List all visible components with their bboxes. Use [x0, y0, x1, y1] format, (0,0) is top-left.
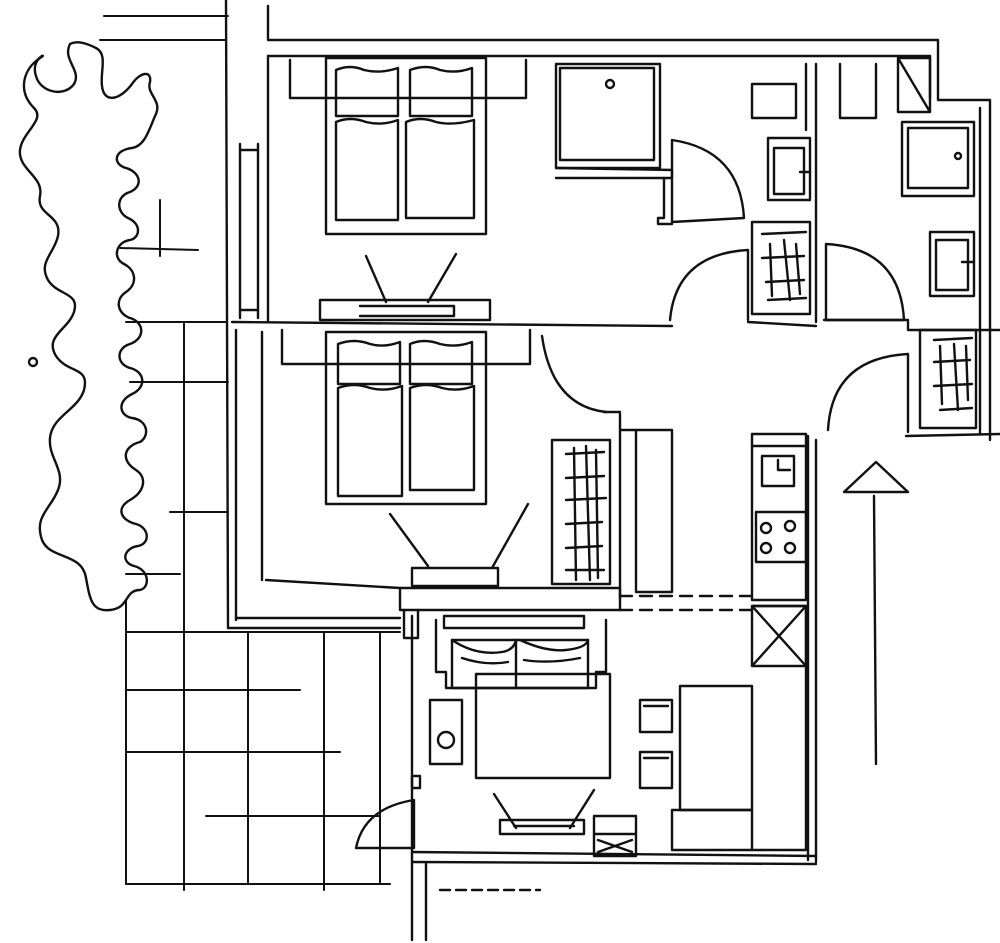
terrace-paving [100, 16, 400, 890]
bathroom-left [670, 64, 816, 326]
north-arrow [844, 462, 908, 764]
exterior-walls [226, 0, 1000, 940]
garden-hedge [20, 42, 157, 610]
shower-top [556, 64, 744, 224]
bedroom-middle [282, 330, 672, 638]
kitchen [620, 434, 806, 850]
bathroom-right [824, 58, 1000, 432]
bedroom-top [290, 58, 526, 320]
living-room [356, 616, 752, 856]
